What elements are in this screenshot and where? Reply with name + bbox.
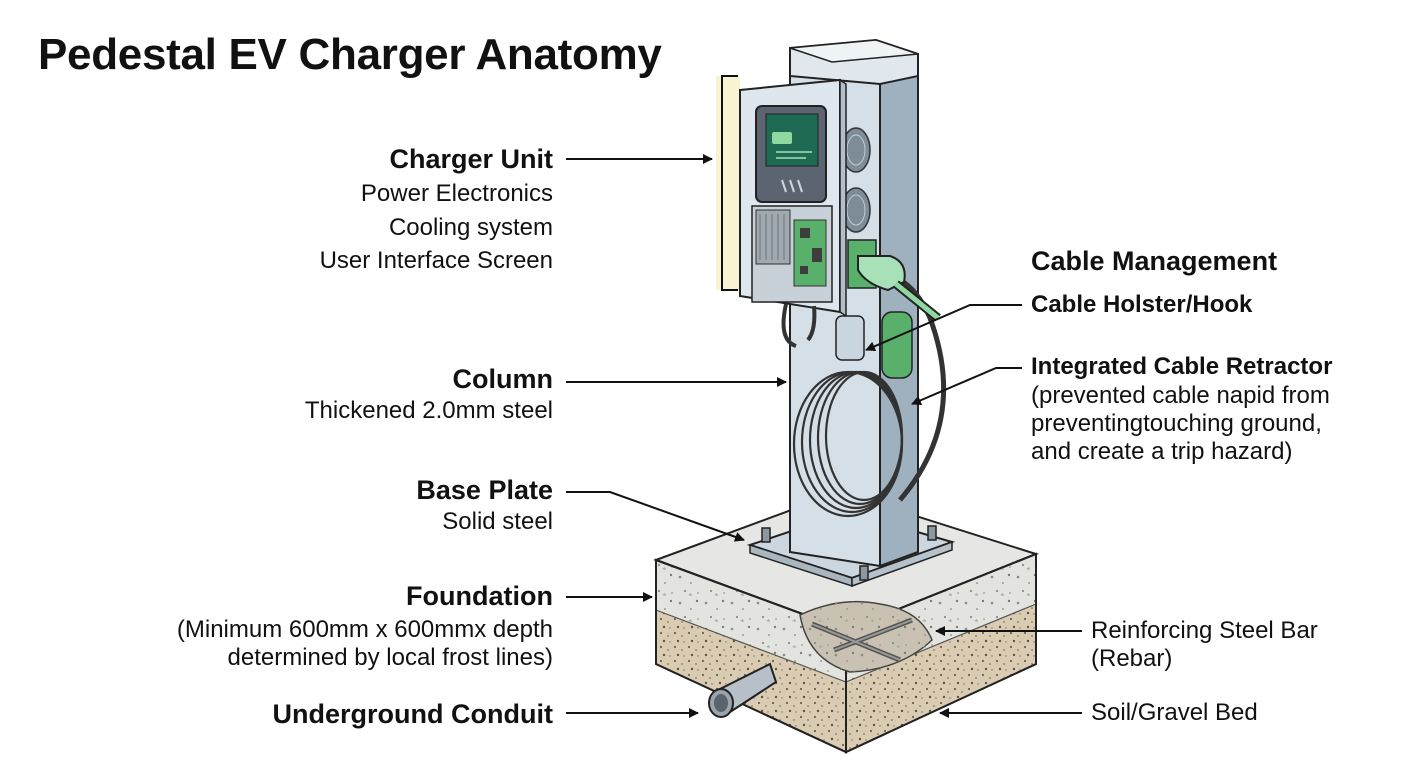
charger-unit-item: Power Electronics (360, 180, 553, 207)
cable-retractor-detail: and create a trip hazard) (1031, 438, 1293, 465)
column-detail: Thickened 2.0mm steel (304, 397, 553, 424)
foundation-detail: (Minimum 600mm x 600mmx depth (176, 616, 553, 643)
page-title: Pedestal EV Charger Anatomy (38, 30, 662, 79)
leader-lines (566, 154, 1082, 718)
base-plate-detail: Solid steel (442, 508, 553, 535)
column-heading: Column (452, 364, 554, 394)
foundation-detail: determined by local frost lines) (227, 644, 553, 671)
cable-management-heading: Cable Management (1031, 246, 1278, 276)
base-plate-heading: Base Plate (416, 475, 553, 505)
charger-unit-heading: Charger Unit (389, 144, 553, 174)
cable-retractor-heading: Integrated Cable Retractor (1031, 353, 1333, 380)
soil-gravel-label: Soil/Gravel Bed (1091, 699, 1258, 726)
charger-unit-item: Cooling system (388, 214, 553, 241)
charger-unit-item: User Interface Screen (319, 247, 553, 274)
cable-retractor-detail: preventingtouching ground, (1031, 410, 1322, 437)
conduit-pipe (708, 662, 778, 718)
rebar-label: (Rebar) (1091, 645, 1173, 672)
charger-unit (716, 75, 847, 348)
rebar-label: Reinforcing Steel Bar (1091, 617, 1318, 644)
cable-holster-label: Cable Holster/Hook (1031, 291, 1253, 318)
cable-retractor-detail: (prevented cable napid from (1031, 382, 1330, 409)
underground-conduit-heading: Underground Conduit (272, 699, 553, 729)
foundation-heading: Foundation (406, 581, 553, 611)
foundation-block (653, 490, 1039, 754)
charging-cable (792, 239, 947, 518)
